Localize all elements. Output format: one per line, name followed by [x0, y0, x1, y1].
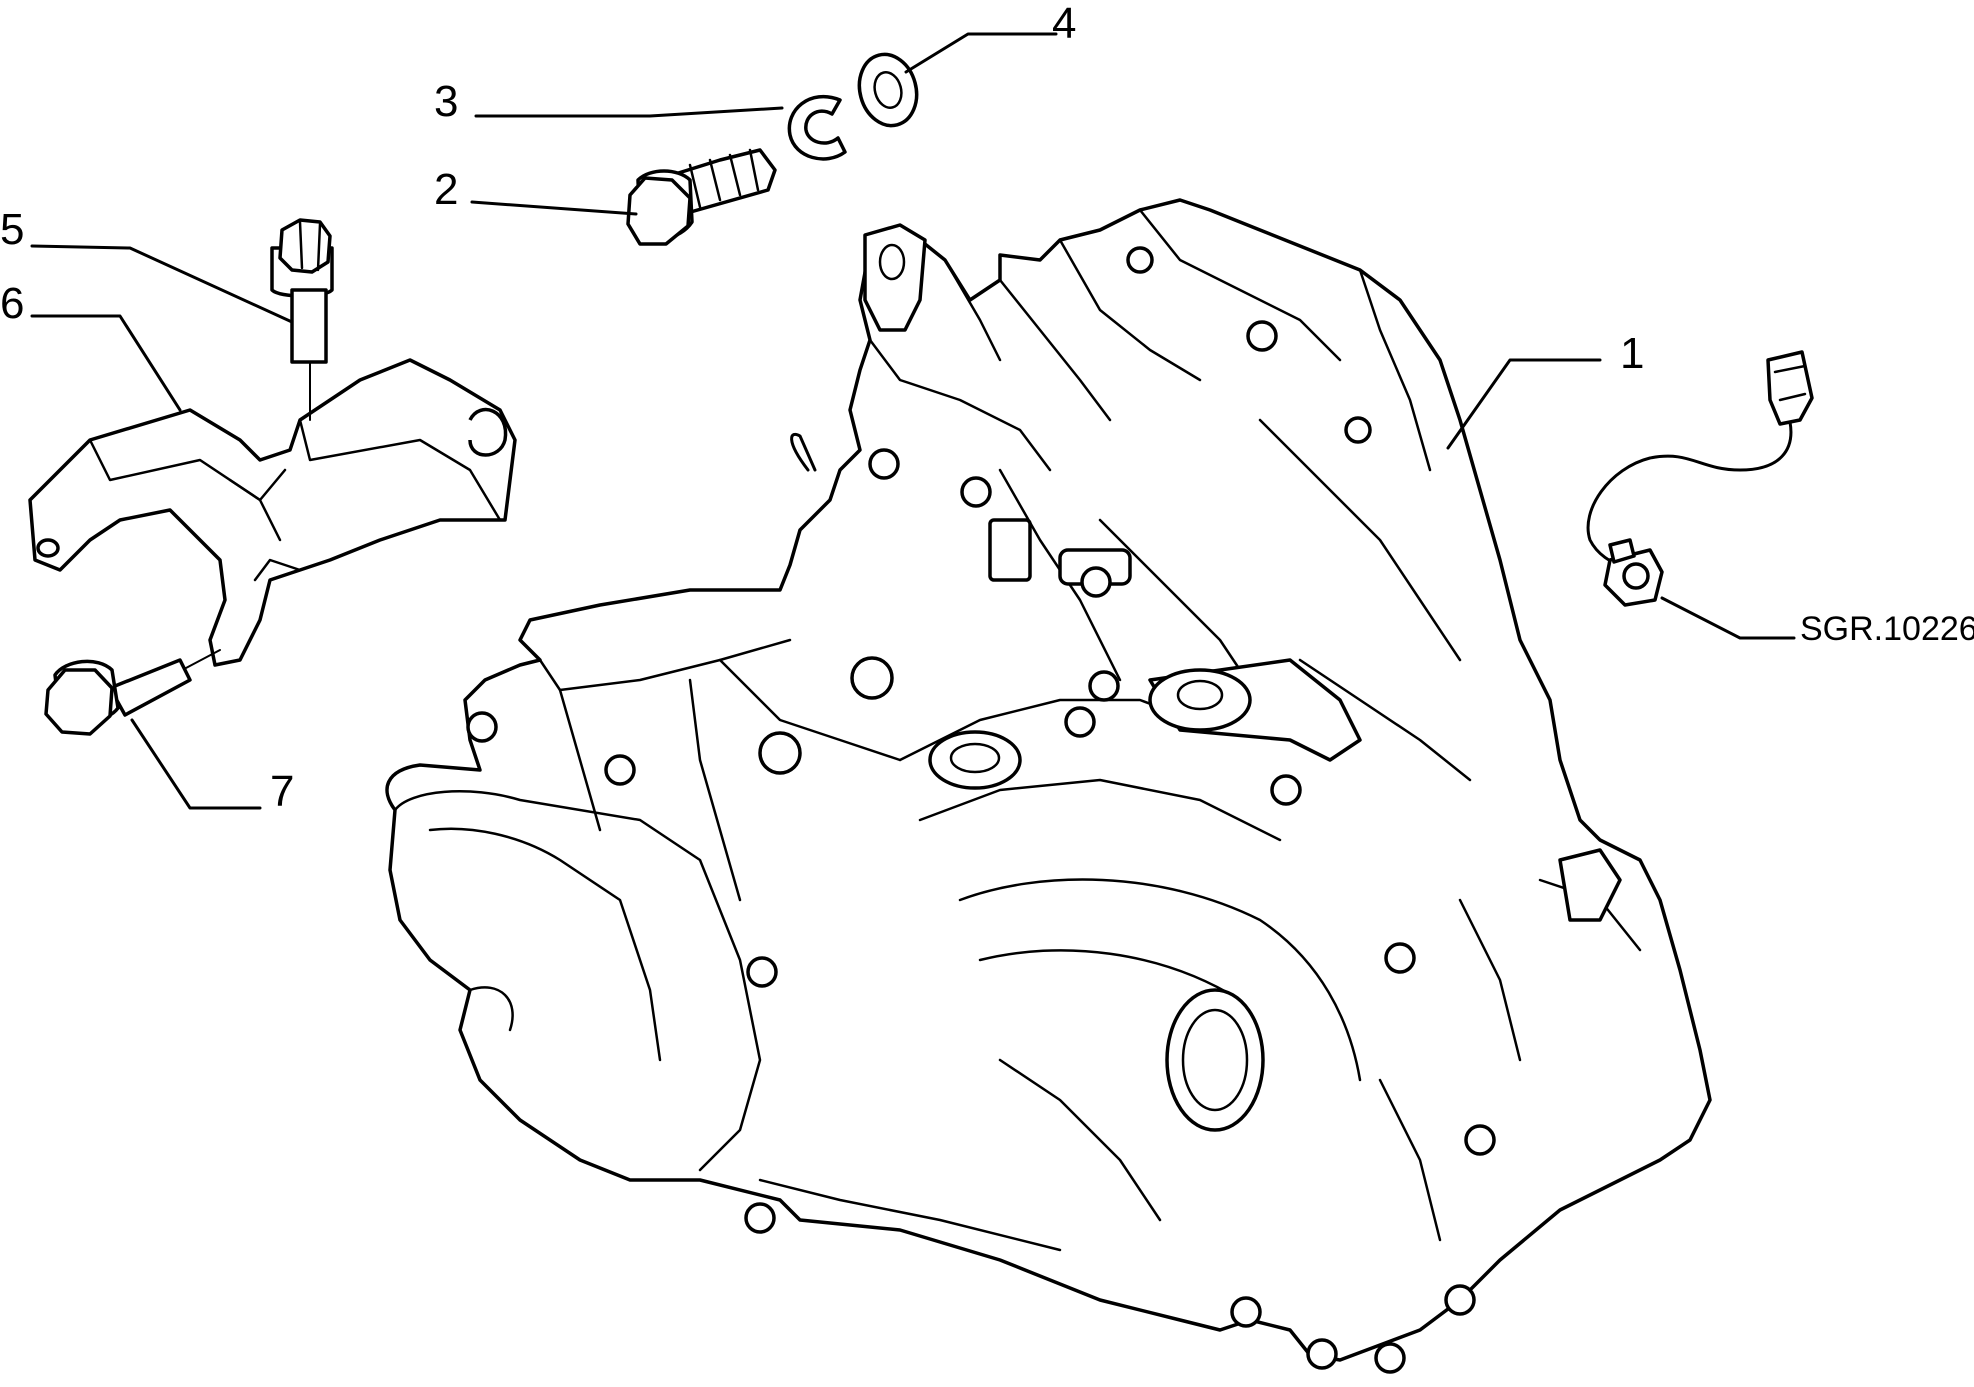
mounting-bracket	[28, 358, 517, 667]
callout-1: 1	[1620, 329, 1644, 378]
callout-6: 6	[0, 279, 24, 328]
flange-bolt	[270, 218, 334, 364]
hex-bolt	[626, 148, 777, 246]
reference-code: SGR.10226	[1800, 610, 1974, 648]
callout-4: 4	[1052, 0, 1076, 48]
gearbox-housing	[385, 198, 1712, 1374]
callout-7: 7	[270, 767, 294, 816]
leader-lines	[30, 32, 1796, 810]
callout-5: 5	[0, 205, 24, 254]
split-lock-washer	[787, 94, 847, 161]
callout-labels: 1 2 3 4 5 6 7 SGR.10226	[0, 0, 1974, 816]
callout-2: 2	[434, 165, 458, 214]
speed-sensor-with-harness	[1586, 350, 1814, 607]
flat-washer	[857, 52, 919, 128]
flange-bolt	[44, 658, 192, 736]
callout-3: 3	[434, 77, 458, 126]
